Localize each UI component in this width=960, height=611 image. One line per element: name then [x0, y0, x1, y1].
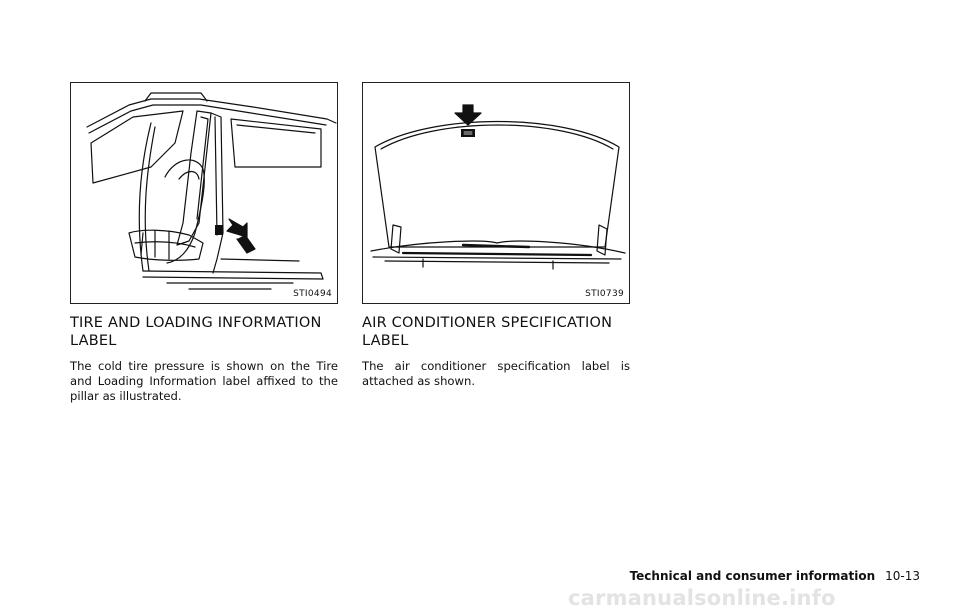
- footer-section-title: Technical and consumer information: [629, 569, 876, 583]
- hood-drawing: [370, 104, 626, 270]
- section-ac-spec-label: AIR CONDITIONER SPECIFICATION LABEL The …: [362, 314, 630, 389]
- watermark: carmanualsonline.info: [568, 586, 836, 610]
- section-body: The cold tire pressure is shown on the T…: [70, 359, 338, 403]
- section-tire-loading-label: TIRE AND LOADING INFORMATION LABEL The c…: [70, 314, 338, 404]
- figure-code: STI0739: [585, 289, 624, 299]
- figure-code: STI0494: [293, 289, 332, 299]
- figure-tire-label-illustration: STI0494: [70, 82, 338, 304]
- door-pillar-drawing: [86, 92, 337, 290]
- page-number: 10-13: [885, 569, 920, 583]
- page-footer: Technical and consumer information 10-13: [630, 569, 920, 583]
- figure-ac-label-illustration: STI0739: [362, 82, 630, 304]
- section-heading: TIRE AND LOADING INFORMATION LABEL: [70, 315, 322, 349]
- section-heading: AIR CONDITIONER SPECIFICATION LABEL: [362, 315, 613, 349]
- section-body: The air conditioner specification label …: [362, 359, 630, 388]
